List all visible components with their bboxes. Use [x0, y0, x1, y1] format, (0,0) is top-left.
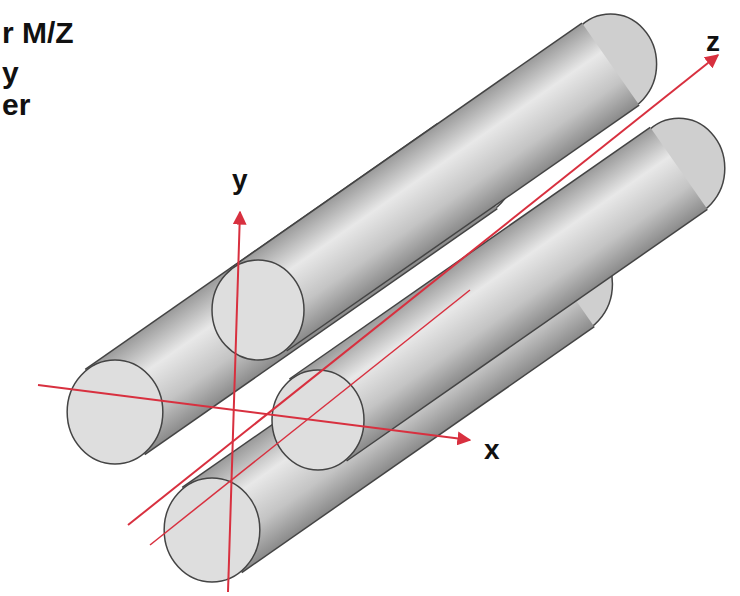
y-axis	[228, 212, 240, 592]
rod-electrode	[272, 118, 725, 470]
axis-label: z	[706, 28, 720, 56]
z-axis-guide	[150, 290, 470, 545]
caption-fragment: y	[2, 58, 19, 88]
z-axis	[128, 55, 718, 525]
axis-label: y	[232, 166, 248, 194]
axis-label: x	[484, 436, 500, 464]
x-axis	[38, 385, 470, 440]
caption-fragment: r M/Z	[2, 18, 74, 48]
caption-fragment: er	[2, 90, 30, 120]
